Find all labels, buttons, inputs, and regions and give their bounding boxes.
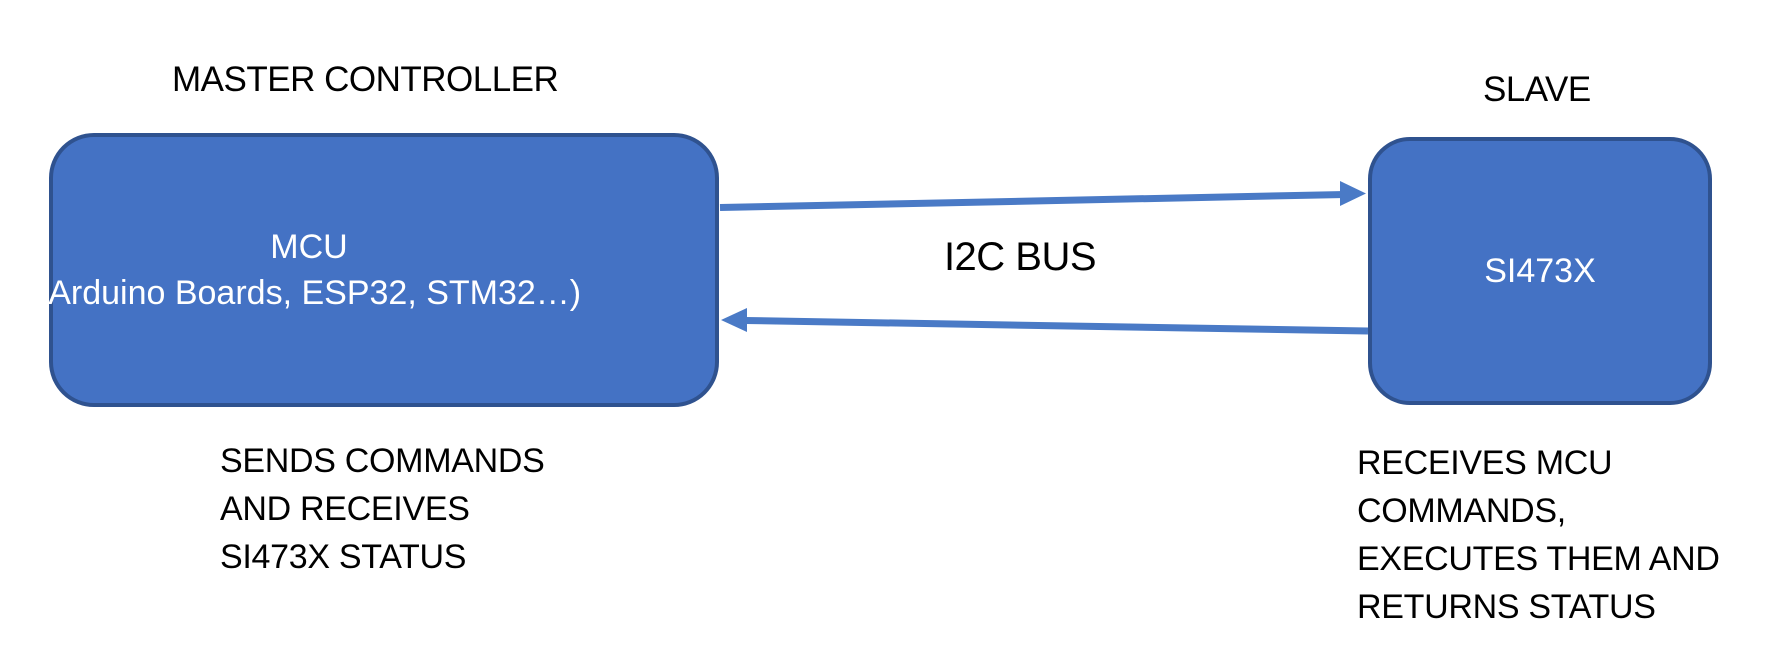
master-mcu-box: MCU (Arduino Boards, ESP32, STM32…) <box>37 133 719 407</box>
i2c-bus-label: I2C BUS <box>943 235 1097 279</box>
master-caption: SENDS COMMANDS AND RECEIVES SI473X STATU… <box>220 437 545 581</box>
arrow-left-icon <box>721 308 1369 335</box>
master-controller-label: MASTER CONTROLLER <box>172 60 559 99</box>
master-box-text: MCU (Arduino Boards, ESP32, STM32…) <box>37 224 731 316</box>
master-caption-line: SI473X STATUS <box>220 538 467 576</box>
mcu-title: MCU <box>270 228 348 266</box>
slave-caption-line: RETURNS STATUS <box>1357 588 1656 626</box>
arrow-right-icon <box>719 181 1366 211</box>
mcu-subtitle: (Arduino Boards, ESP32, STM32…) <box>36 274 582 312</box>
master-caption-line: SENDS COMMANDS <box>220 442 545 480</box>
master-caption-line: AND RECEIVES <box>220 490 470 528</box>
slave-si473x-box: SI473X <box>1368 137 1712 405</box>
si473x-title: SI473X <box>1484 252 1596 290</box>
slave-label: SLAVE <box>1483 70 1591 109</box>
slave-caption: RECEIVES MCU COMMANDS, EXECUTES THEM AND… <box>1357 439 1720 631</box>
slave-caption-line: COMMANDS, <box>1357 492 1566 530</box>
slave-caption-line: EXECUTES THEM AND <box>1357 540 1720 578</box>
slave-caption-line: RECEIVES MCU <box>1357 444 1613 482</box>
